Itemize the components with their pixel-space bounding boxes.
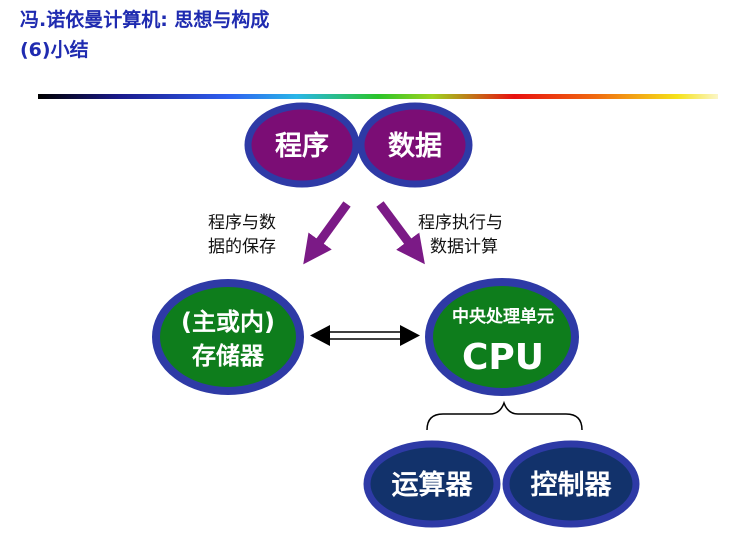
- rainbow-divider: [38, 94, 718, 99]
- page-title: 冯.诺依曼计算机: 思想与构成: [20, 9, 270, 31]
- cpu-label-line1: 中央处理单元: [452, 306, 554, 327]
- program-node: 程序: [244, 102, 360, 188]
- alu-node: 运算器: [363, 440, 501, 528]
- store-arrow: [303, 201, 351, 265]
- cpu-node: 中央处理单元 CPU: [425, 278, 579, 396]
- data-node: 数据: [357, 102, 473, 188]
- store-caption-line2: 据的保存: [208, 237, 276, 257]
- page-subtitle: (6)小结: [20, 39, 89, 61]
- storage-label-line2: 存储器: [192, 342, 265, 370]
- store-caption-line1: 程序与数: [208, 213, 276, 233]
- cpu-label-line2: CPU: [462, 337, 544, 378]
- storage-label-line1: (主或内): [181, 308, 275, 336]
- controller-label: 控制器: [531, 470, 613, 501]
- cpu-brace: [426, 400, 583, 431]
- storage-cpu-double-arrow: [310, 325, 420, 346]
- exec-caption-line2: 数据计算: [430, 237, 498, 257]
- alu-label: 运算器: [392, 469, 474, 501]
- storage-node: (主或内) 存储器: [152, 279, 304, 395]
- program-label: 程序: [275, 130, 329, 162]
- exec-arrow: [376, 201, 425, 265]
- exec-caption-line1: 程序执行与: [418, 213, 503, 233]
- controller-node: 控制器: [502, 440, 640, 528]
- data-label: 数据: [388, 131, 442, 162]
